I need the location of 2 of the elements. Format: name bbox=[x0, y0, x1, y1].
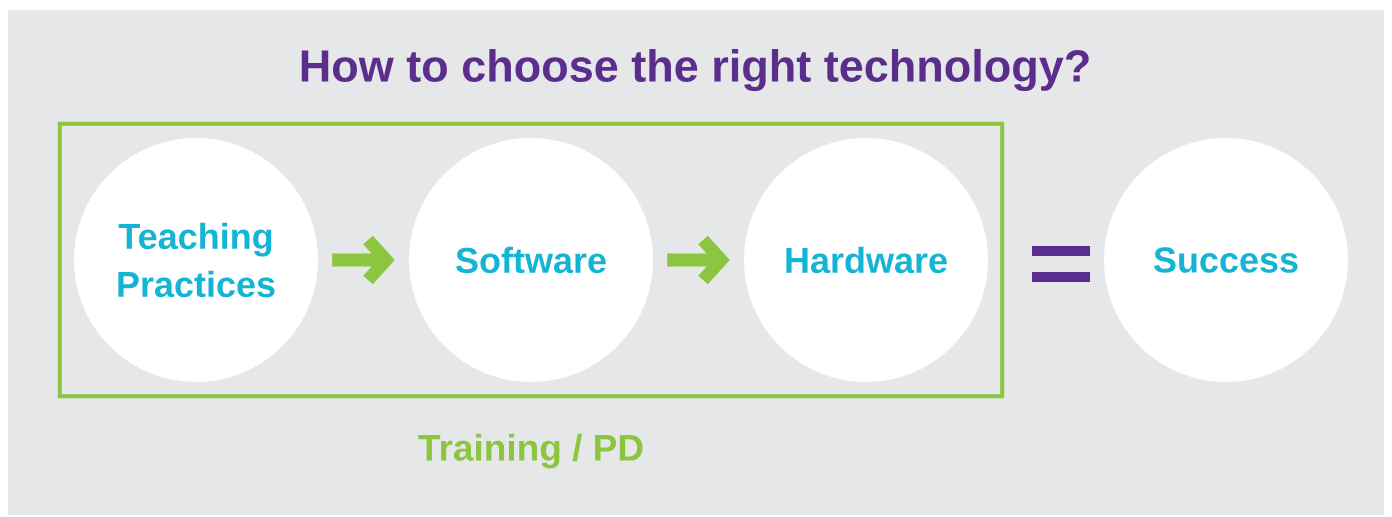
frame-label: Training / PD bbox=[418, 433, 643, 469]
title: How to choose the right technology? bbox=[301, 48, 1089, 92]
